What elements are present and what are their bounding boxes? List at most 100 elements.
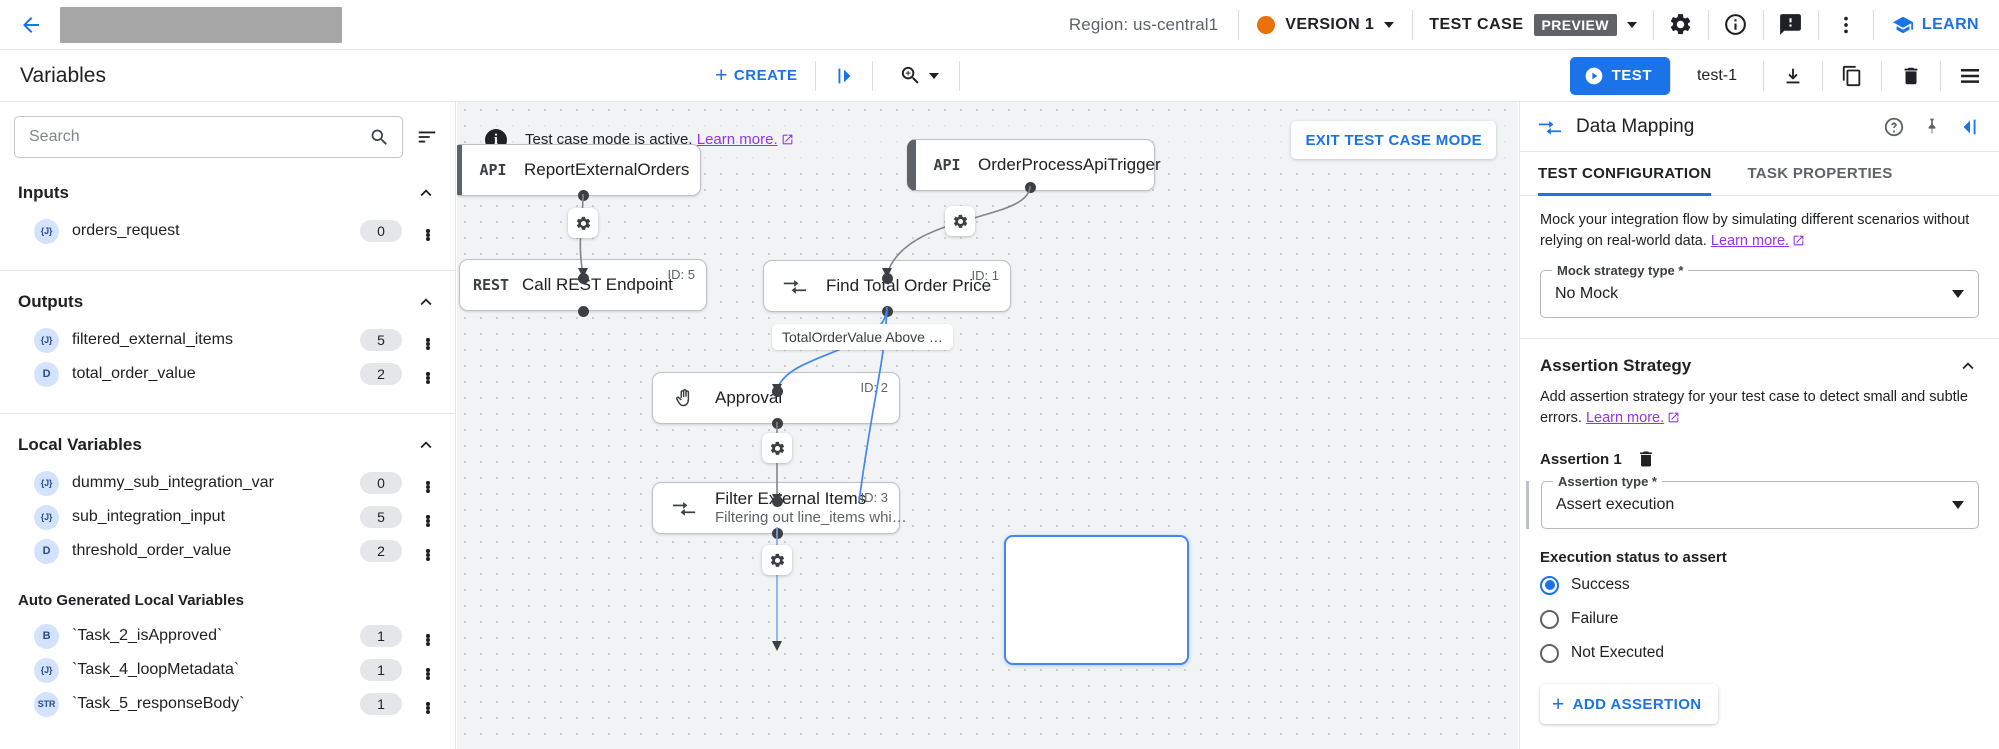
edge-gear-icon[interactable]: [945, 206, 975, 236]
node-report-external-orders[interactable]: API ReportExternalOrders: [457, 144, 701, 196]
variable-count: 1: [360, 625, 402, 647]
collapse-sidebar-button[interactable]: [816, 50, 872, 102]
node-filter-external-items[interactable]: Filter External Items Filtering out line…: [652, 482, 907, 534]
radio-option-success[interactable]: Success: [1540, 570, 1979, 600]
node-port-out[interactable]: [1025, 182, 1036, 193]
node-port-in[interactable]: [578, 273, 589, 284]
test-case-name[interactable]: test-1: [1696, 66, 1737, 84]
node-subtitle: Filtering out line_items whi…: [715, 509, 907, 526]
learn-more-link[interactable]: Learn more.: [1585, 410, 1665, 427]
more-vert-icon[interactable]: [415, 338, 441, 350]
list-item[interactable]: {J} orders_request 0: [0, 214, 455, 248]
node-port-in[interactable]: [772, 386, 783, 397]
node-approval[interactable]: Approval ID: 2: [652, 372, 900, 424]
tab-test-configuration[interactable]: TEST CONFIGURATION: [1538, 152, 1729, 196]
radio-icon[interactable]: [1540, 643, 1559, 663]
info-icon[interactable]: [1709, 0, 1763, 50]
radio-option-failure[interactable]: Failure: [1540, 604, 1979, 634]
list-item[interactable]: {J} filtered_external_items 5: [0, 323, 455, 357]
list-item[interactable]: D total_order_value 2: [0, 357, 455, 391]
edge-gear-icon[interactable]: [568, 208, 598, 238]
more-vert-icon[interactable]: [415, 515, 441, 527]
list-menu-icon[interactable]: [1941, 50, 1999, 102]
node-port-in[interactable]: [882, 273, 893, 284]
node-port-out[interactable]: [578, 190, 589, 201]
radio-option-not-executed[interactable]: Not Executed: [1540, 638, 1979, 668]
list-item[interactable]: B `Task_2_isApproved` 1: [0, 619, 455, 653]
edge-gear-icon[interactable]: [762, 433, 792, 463]
test-button[interactable]: TEST: [1569, 56, 1670, 95]
chevron-up-icon[interactable]: [415, 291, 437, 313]
exit-test-case-mode-button[interactable]: EXIT TEST CASE MODE: [1291, 121, 1496, 159]
learn-button[interactable]: LEARN: [1874, 14, 1999, 36]
delete-icon[interactable]: [1882, 50, 1940, 102]
variable-count: 5: [360, 506, 402, 528]
download-icon[interactable]: [1764, 50, 1822, 102]
section-title: Assertion Strategy: [1540, 356, 1692, 376]
back-arrow-icon[interactable]: [14, 8, 48, 42]
node-port-in[interactable]: [772, 496, 783, 507]
assertion-strategy-header[interactable]: Assertion Strategy: [1520, 339, 1999, 377]
tab-task-properties[interactable]: TASK PROPERTIES: [1747, 152, 1910, 195]
divider: [1652, 9, 1654, 40]
panel-title: Variables: [20, 63, 106, 87]
radio-icon[interactable]: [1540, 609, 1559, 629]
list-item[interactable]: STR `Task_5_responseBody` 1: [0, 687, 455, 721]
list-item[interactable]: {J} dummy_sub_integration_var 0: [0, 466, 455, 500]
section-header-local-variables[interactable]: Local Variables: [0, 414, 455, 466]
gear-icon[interactable]: [1654, 0, 1708, 50]
list-item[interactable]: {J} sub_integration_input 5: [0, 500, 455, 534]
list-item[interactable]: {J} `Task_4_loopMetadata` 1: [0, 653, 455, 687]
section-header-auto-generated-local-variables: Auto Generated Local Variables: [0, 568, 455, 619]
variable-name: threshold_order_value: [72, 542, 232, 559]
search-icon: [371, 129, 387, 145]
test-case-selector[interactable]: TEST CASE PREVIEW: [1413, 13, 1653, 36]
help-icon[interactable]: [1877, 110, 1911, 144]
more-vert-icon[interactable]: [415, 229, 441, 241]
chevron-up-icon[interactable]: [1957, 355, 1979, 377]
chevron-up-icon[interactable]: [415, 182, 437, 204]
assertion-type-select[interactable]: Assertion type * Assert execution: [1541, 474, 1979, 530]
edge-label[interactable]: TotalOrderValue Above …: [772, 324, 953, 350]
chevron-up-icon[interactable]: [415, 434, 437, 456]
more-vert-icon[interactable]: [1819, 0, 1873, 50]
node-port-out[interactable]: [578, 306, 589, 317]
version-selector[interactable]: VERSION 1: [1239, 15, 1412, 34]
section-title: Local Variables: [18, 435, 142, 454]
more-vert-icon[interactable]: [415, 634, 441, 646]
mock-strategy-type-select[interactable]: Mock strategy type * No Mock: [1540, 263, 1979, 319]
pin-icon[interactable]: [1915, 110, 1949, 144]
section-header-inputs[interactable]: Inputs: [0, 168, 455, 214]
divider: [1881, 60, 1882, 91]
field-value: Assert execution: [1556, 496, 1675, 514]
add-assertion-button[interactable]: + ADD ASSERTION: [1540, 684, 1718, 725]
node-find-total-order-price[interactable]: Find Total Order Price ID: 1: [763, 260, 1011, 312]
more-vert-icon[interactable]: [415, 702, 441, 714]
learn-more-link[interactable]: Learn more.: [1710, 233, 1790, 250]
search-input[interactable]: [29, 128, 369, 146]
node-port-out[interactable]: [772, 528, 783, 539]
node-port-out[interactable]: [882, 306, 893, 317]
radio-icon[interactable]: [1540, 575, 1559, 595]
more-vert-icon[interactable]: [415, 668, 441, 680]
delete-icon[interactable]: [1636, 449, 1656, 469]
sort-icon[interactable]: [413, 126, 441, 148]
node-port-out[interactable]: [772, 418, 783, 429]
more-vert-icon[interactable]: [415, 372, 441, 384]
section-header-outputs[interactable]: Outputs: [0, 271, 455, 323]
more-vert-icon[interactable]: [415, 549, 441, 561]
create-variable-button[interactable]: + CREATE: [715, 65, 815, 86]
node-call-rest-endpoint[interactable]: REST Call REST Endpoint ID: 5: [459, 259, 707, 311]
zoom-control[interactable]: [873, 64, 959, 87]
list-item[interactable]: D threshold_order_value 2: [0, 534, 455, 568]
copy-icon[interactable]: [1823, 50, 1881, 102]
node-selected-partial[interactable]: [1004, 535, 1189, 665]
edge-gear-icon[interactable]: [762, 545, 792, 575]
expand-right-icon[interactable]: [1953, 110, 1987, 144]
learn-more-link[interactable]: Learn more.: [696, 130, 778, 148]
flow-canvas[interactable]: i Test case mode is active. Learn more. …: [457, 102, 1518, 749]
search-box[interactable]: [14, 116, 403, 158]
more-vert-icon[interactable]: [415, 481, 441, 493]
feedback-icon[interactable]: [1764, 0, 1818, 50]
region-label: Region: us-central1: [1068, 14, 1219, 34]
